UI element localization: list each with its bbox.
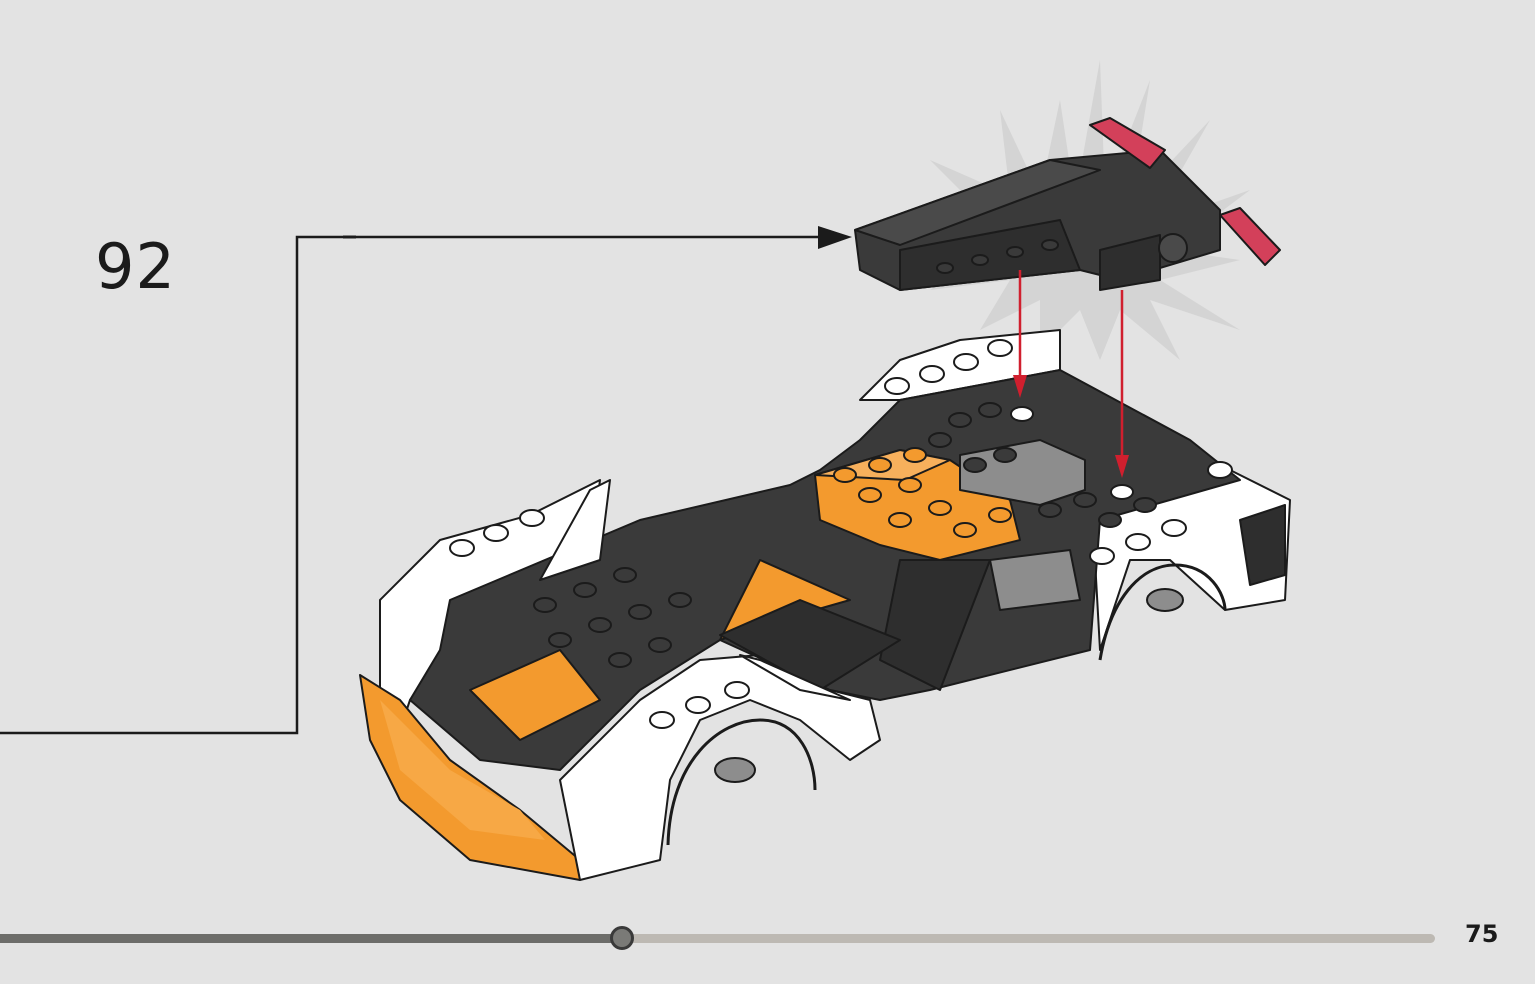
car-body — [359, 329, 1291, 881]
callout-line — [0, 235, 822, 735]
page-number: 75 — [1465, 920, 1499, 948]
progress-fill — [0, 934, 622, 943]
studs-orange — [833, 447, 1012, 538]
progress-bar — [0, 926, 1435, 950]
placement-guide-arrows — [1013, 270, 1129, 478]
step-number: 92 — [95, 230, 176, 303]
progress-handle[interactable] — [610, 926, 634, 950]
studs-white — [449, 339, 1233, 729]
callout-arrow-icon — [818, 226, 852, 249]
studs-dark — [533, 402, 1157, 668]
